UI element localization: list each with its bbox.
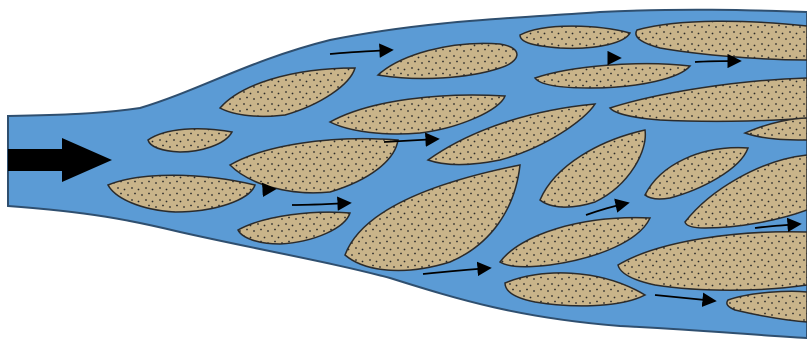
flow-arrow-icon [230, 189, 275, 190]
flow-arrow-icon [695, 61, 740, 62]
